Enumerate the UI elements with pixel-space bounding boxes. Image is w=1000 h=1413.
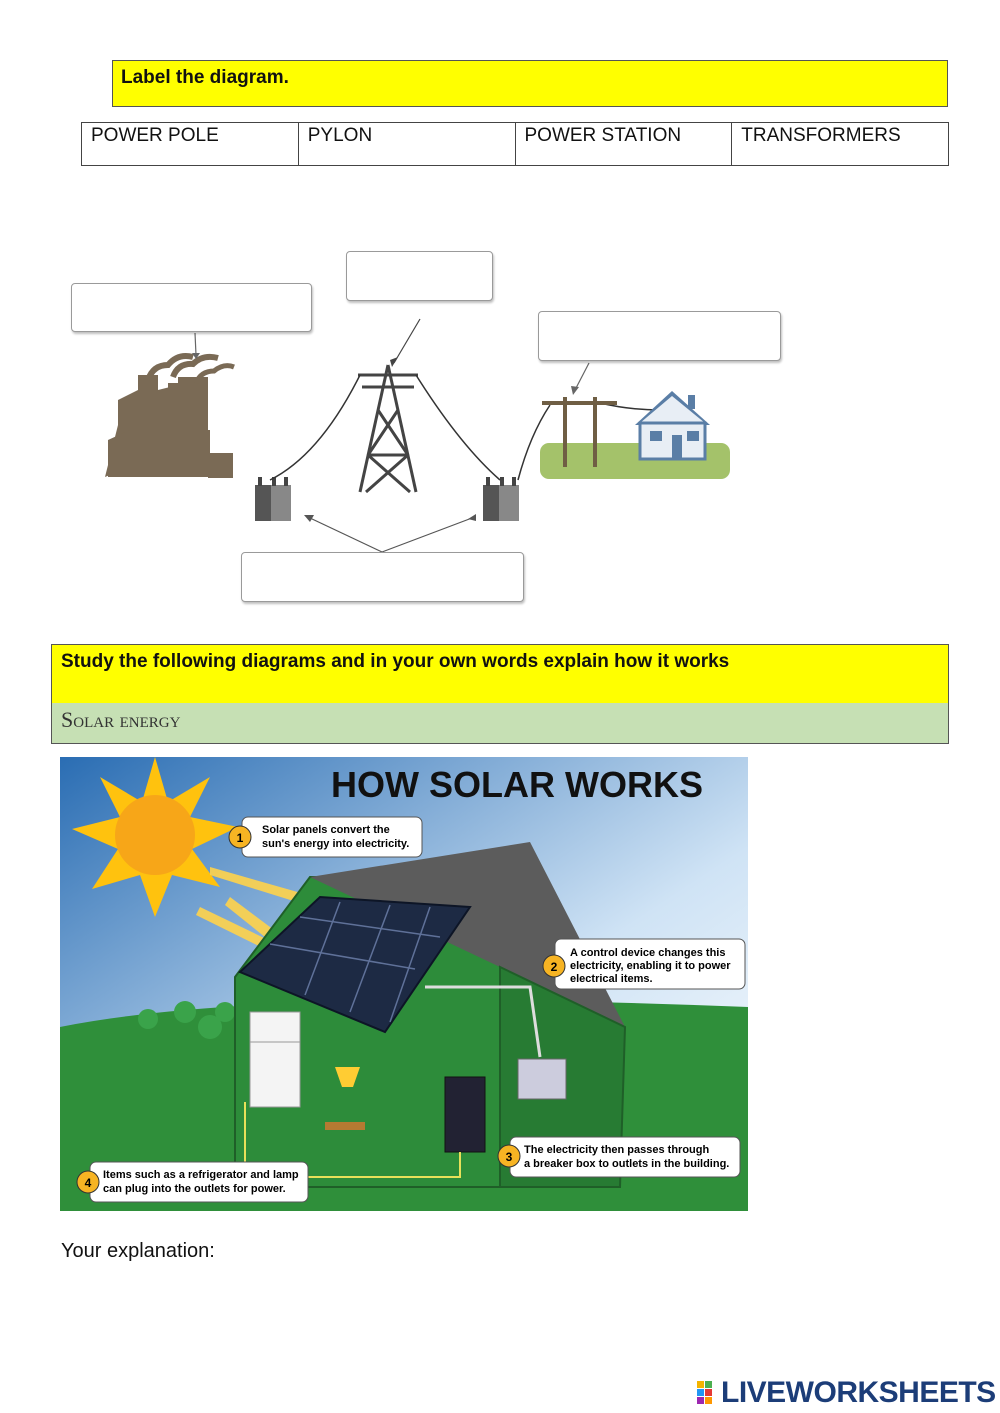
answer-box-transformers[interactable]	[241, 552, 524, 602]
transformer-arrows	[309, 517, 473, 553]
house-icon	[635, 391, 710, 461]
callout-step-1: 1 Solar panels convert the sun's energy …	[228, 816, 423, 858]
house-illustration	[234, 842, 627, 1188]
power-station-icon	[105, 332, 235, 478]
callout-step-3: 3 The electricity then passes through a …	[497, 1136, 741, 1178]
liveworksheets-logo-icon	[697, 1381, 712, 1404]
answer-input[interactable]	[347, 252, 492, 300]
pylon-arrow	[390, 357, 398, 367]
svg-text:A control device changes this: A control device changes this	[570, 947, 725, 959]
word-bank-table: POWER POLE PYLON POWER STATION TRANSFORM…	[81, 122, 949, 166]
svg-text:electricity, enabling it to po: electricity, enabling it to power	[570, 960, 731, 972]
section-subtitle: Solar energy	[52, 703, 948, 743]
word-bank-item: POWER STATION	[514, 122, 733, 166]
explanation-label: Your explanation:	[61, 1240, 215, 1262]
answer-input[interactable]	[72, 284, 311, 331]
transformer-right-icon	[483, 477, 519, 521]
trees	[138, 1001, 235, 1039]
svg-text:Items such as a refrigerator a: Items such as a refrigerator and lamp	[103, 1169, 299, 1181]
answer-box-power-station[interactable]	[71, 283, 312, 332]
answer-input[interactable]	[242, 553, 523, 601]
word-bank-item: TRANSFORMERS	[731, 122, 949, 166]
svg-text:2: 2	[551, 960, 558, 974]
svg-text:The electricity then passes th: The electricity then passes through	[524, 1144, 709, 1156]
svg-text:1: 1	[237, 831, 244, 845]
how-solar-works-image: HOW SOLAR WORKS 1 Solar panels convert t…	[60, 757, 748, 1211]
svg-text:3: 3	[506, 1150, 513, 1164]
transformer-left-icon	[255, 477, 291, 521]
liveworksheets-logo: LIVEWORKSHEETS	[697, 1376, 996, 1410]
svg-text:electrical items.: electrical items.	[570, 973, 653, 985]
word-bank-item: POWER POLE	[81, 122, 299, 166]
word-bank-item: PYLON	[297, 122, 516, 166]
brand-name: LIVEWORKSHEETS	[721, 1376, 996, 1409]
instruction-text: Study the following diagrams and in your…	[52, 645, 948, 703]
answer-input[interactable]	[539, 312, 780, 360]
callout-step-4: 4 Items such as a refrigerator and lamp …	[76, 1161, 309, 1203]
power-pole-icon	[542, 362, 617, 467]
svg-text:a breaker box to outlets in th: a breaker box to outlets in the building…	[524, 1158, 729, 1170]
electricity-diagram	[60, 215, 790, 615]
electricity-diagram-art	[105, 318, 730, 553]
answer-box-pylon[interactable]	[346, 251, 493, 301]
pylon-icon	[358, 318, 421, 494]
sun-icon	[72, 757, 238, 917]
instruction-section-solar: Study the following diagrams and in your…	[51, 644, 949, 744]
instruction-label-diagram: Label the diagram.	[112, 60, 948, 107]
solar-title: HOW SOLAR WORKS	[331, 764, 703, 805]
svg-text:4: 4	[85, 1176, 92, 1190]
svg-text:sun's energy into electricity.: sun's energy into electricity.	[262, 838, 409, 850]
solar-illustration: HOW SOLAR WORKS 1 Solar panels convert t…	[60, 757, 748, 1211]
callout-step-2: 2 A control device changes this electric…	[542, 938, 746, 990]
answer-box-power-pole[interactable]	[538, 311, 781, 361]
svg-text:Solar panels convert the: Solar panels convert the	[262, 824, 390, 836]
svg-text:can plug into the outlets for: can plug into the outlets for power.	[103, 1183, 286, 1195]
